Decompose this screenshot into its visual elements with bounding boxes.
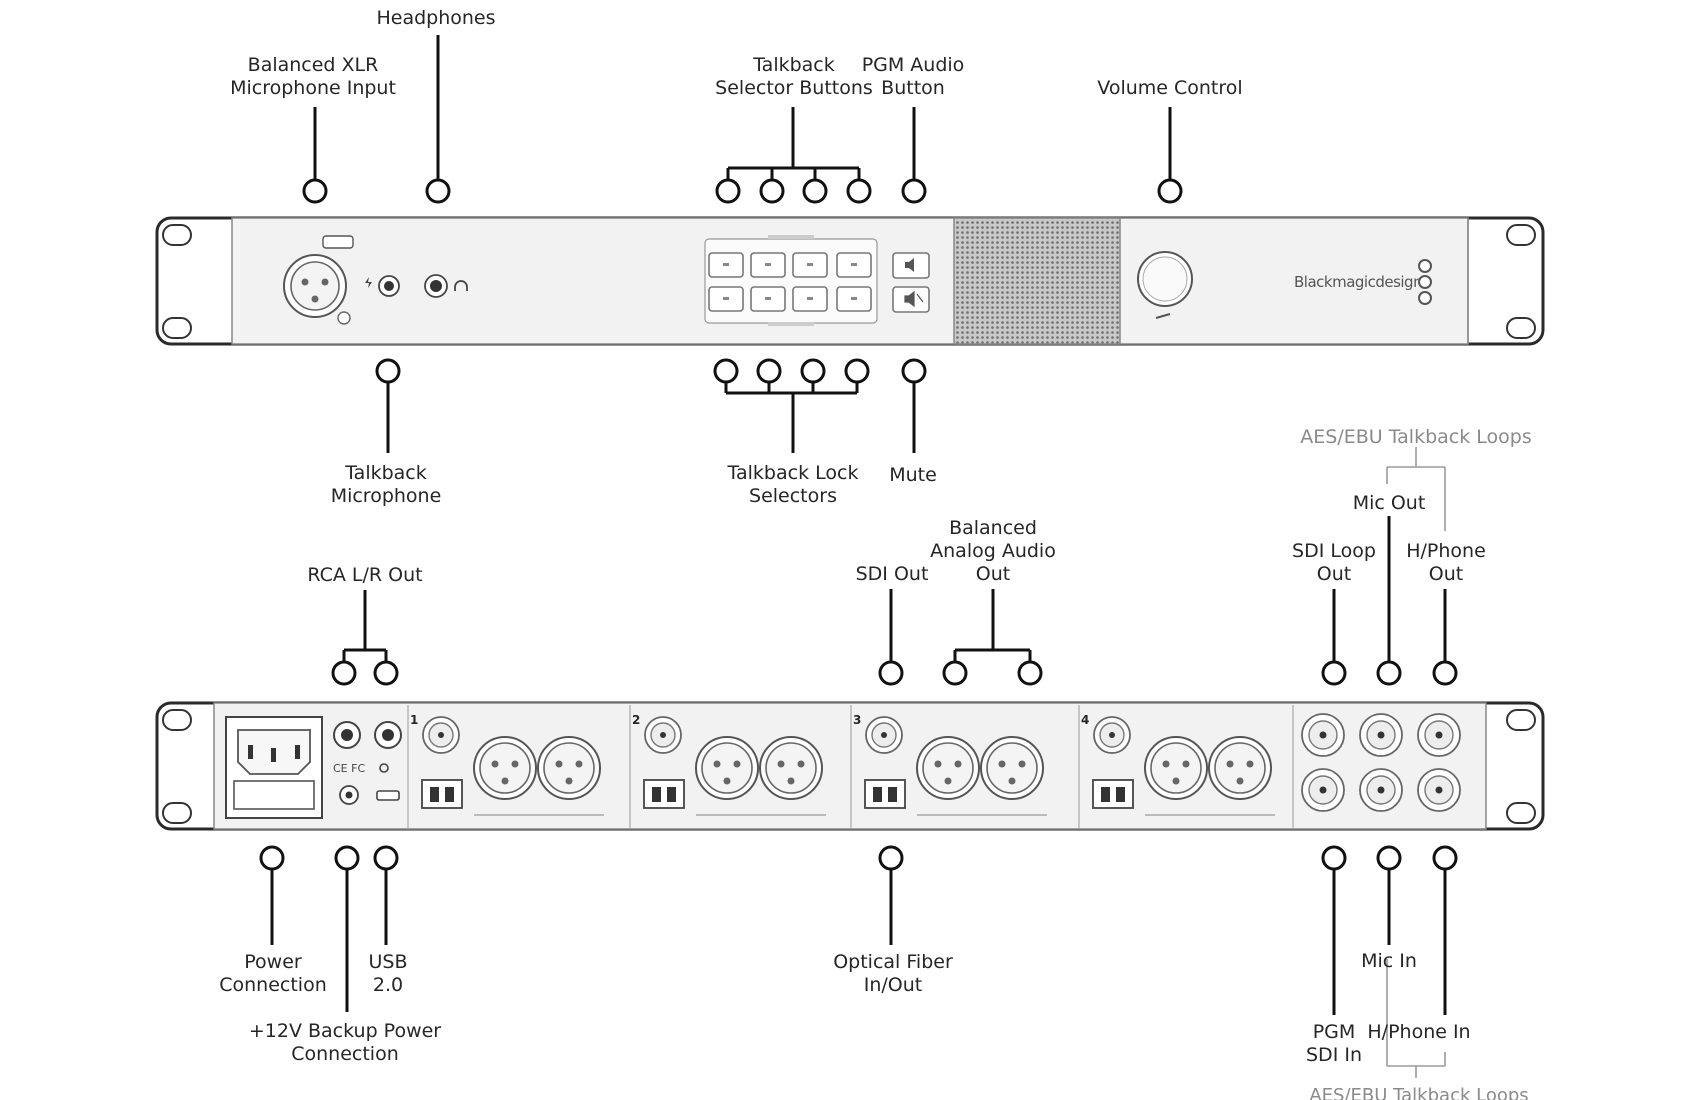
label-mute: Mute	[889, 464, 937, 486]
xlr-microphone-input	[283, 235, 354, 325]
label-talkback-lock-line1: Talkback Lock	[727, 462, 859, 484]
talkback-microphone-port	[365, 275, 400, 297]
usb-port	[376, 790, 400, 801]
rear-channel-block	[629, 705, 826, 828]
label-pgm-audio-line1: PGM Audio	[862, 54, 965, 76]
power-socket	[225, 716, 323, 819]
rear-callouts	[259, 447, 1458, 1078]
rca-jacks: CE FC	[333, 721, 402, 775]
rear-channel-blocks	[407, 705, 1275, 828]
aes-ebu-bnc	[1359, 713, 1403, 757]
label-hphone-out-line2: Out	[1429, 563, 1463, 585]
label-balanced-line1: Balanced	[949, 517, 1037, 539]
label-optical-line1: Optical Fiber	[833, 951, 953, 973]
label-aes-loops-bottom: AES/EBU Talkback Loops	[1309, 1085, 1528, 1100]
label-volume-control: Volume Control	[1097, 77, 1242, 99]
label-headphones: Headphones	[376, 7, 495, 29]
rear-labels: AES/EBU Talkback Loops Mic Out SDI Loop …	[219, 426, 1532, 1100]
rack-ear-hole	[1506, 224, 1536, 246]
label-balanced-line2: Analog Audio	[930, 540, 1056, 562]
rack-ear-hole	[162, 224, 192, 246]
front-callouts	[302, 35, 1183, 453]
channel-number: 1	[410, 713, 418, 727]
label-sdi-loop-line1: SDI Loop	[1292, 540, 1376, 562]
label-backup-line2: Connection	[291, 1043, 399, 1065]
speaker-icon	[905, 258, 914, 272]
rack-ear-hole	[162, 709, 192, 731]
rear-channel-block	[1078, 705, 1275, 828]
label-sdi-out: SDI Out	[856, 563, 929, 585]
label-pgm-sdi-line1: PGM	[1313, 1021, 1356, 1043]
label-xlr-input-line1: Balanced XLR	[248, 54, 379, 76]
rack-ear-hole	[1506, 317, 1536, 339]
aes-ebu-bnc	[1359, 768, 1403, 812]
rack-ear-hole	[162, 802, 192, 824]
optical-fiber-port	[1092, 779, 1134, 809]
label-power-line1: Power	[244, 951, 302, 973]
label-talkback-selector-line1: Talkback	[752, 54, 835, 76]
optical-fiber-port	[864, 779, 906, 809]
label-usb-line1: USB	[368, 951, 407, 973]
label-pgm-audio-line2: Button	[881, 77, 945, 99]
label-hphone-out-line1: H/Phone	[1406, 540, 1486, 562]
label-xlr-input-line2: Microphone Input	[230, 77, 396, 99]
channel-number: 4	[1081, 713, 1089, 727]
brand-logo-text: Blackmagicdesign	[1294, 273, 1422, 291]
rear-channel-block	[850, 705, 1047, 828]
rack-ear-hole	[1506, 802, 1536, 824]
optical-fiber-port	[643, 779, 685, 809]
aes-ebu-bnc	[1417, 768, 1461, 812]
channel-number: 2	[632, 713, 640, 727]
volume-knob[interactable]	[1137, 251, 1193, 319]
headphones-jack	[424, 274, 468, 298]
talkback-button-panel	[704, 235, 878, 326]
label-talkback-mic-line1: Talkback	[344, 462, 427, 484]
mute-icon	[904, 290, 924, 308]
optical-fiber-port	[421, 779, 463, 809]
rear-faceplate	[213, 702, 1487, 830]
brand-logo-icon	[1418, 259, 1432, 305]
aes-ebu-bnc	[1301, 713, 1345, 757]
front-panel: Blackmagicdesign	[155, 216, 1545, 346]
label-sdi-loop-line2: Out	[1317, 563, 1351, 585]
svg-text:CE FC: CE FC	[333, 762, 365, 775]
aes-ebu-bnc-group	[1292, 705, 1461, 828]
rear-channel-block	[407, 705, 604, 828]
label-mic-in: Mic In	[1361, 950, 1417, 972]
label-talkback-selector-line2: Selector Buttons	[715, 77, 873, 99]
label-pgm-sdi-line2: SDI In	[1306, 1044, 1362, 1066]
label-optical-line2: In/Out	[864, 974, 923, 996]
rack-ear-hole	[1506, 709, 1536, 731]
label-balanced-line3: Out	[976, 563, 1010, 585]
aes-ebu-bnc	[1417, 713, 1461, 757]
headphones-icon	[454, 280, 468, 291]
speaker-grille	[953, 217, 1121, 345]
front-labels: Headphones Balanced XLR Microphone Input…	[230, 7, 1243, 507]
label-aes-loops-top: AES/EBU Talkback Loops	[1300, 426, 1532, 448]
channel-number: 3	[853, 713, 861, 727]
label-hphone-in: H/Phone In	[1367, 1021, 1470, 1043]
rack-ear-hole	[162, 317, 192, 339]
label-power-line2: Connection	[219, 974, 327, 996]
label-mic-out: Mic Out	[1353, 492, 1426, 514]
label-talkback-lock-line2: Selectors	[749, 485, 837, 507]
aes-ebu-bnc	[1301, 768, 1345, 812]
label-talkback-mic-line2: Microphone	[331, 485, 442, 507]
label-rca-out: RCA L/R Out	[307, 564, 422, 586]
rear-panel: CE FC 1 2 3 4	[155, 701, 1545, 831]
label-backup-line1: +12V Backup Power	[249, 1020, 441, 1042]
label-usb-line2: 2.0	[373, 974, 403, 996]
